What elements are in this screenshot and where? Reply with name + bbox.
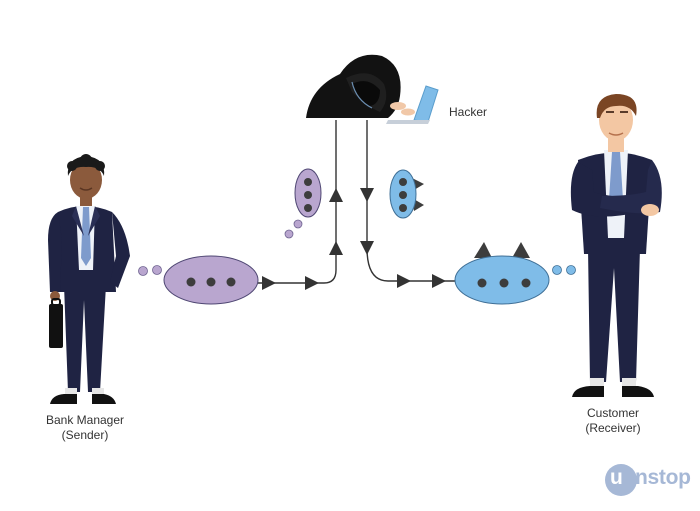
sender-role: (Sender) (61, 428, 109, 442)
arrow-head (360, 241, 374, 255)
intercepted-message-bubble (284, 168, 322, 239)
sender-label: Bank Manager (Sender) (30, 413, 140, 443)
brand-logo: u nstop (605, 463, 695, 499)
arrow-head (305, 276, 319, 290)
laptop-icon (386, 85, 439, 124)
arrow-head (329, 241, 343, 255)
brand-logo-circle (605, 464, 637, 496)
sender-message-bubble (138, 255, 259, 305)
arrow-head (360, 188, 374, 202)
flow-lines (258, 120, 455, 284)
arrow-head (432, 274, 446, 288)
arrow-heads (262, 188, 446, 290)
arrow-head (329, 188, 343, 202)
sender-path (258, 120, 337, 284)
arrow-head (262, 276, 276, 290)
receiver-message-bubble (454, 242, 576, 305)
hacker-figure (306, 54, 415, 118)
brand-logo-text: nstop (635, 466, 691, 489)
receiver-label: Customer (Receiver) (565, 406, 661, 436)
receiver-role: (Receiver) (585, 421, 641, 435)
receiver-name: Customer (586, 406, 639, 420)
brand-logo-letter: u (610, 466, 623, 489)
hacker-label: Hacker (449, 105, 488, 119)
tampered-message-bubble (389, 169, 424, 219)
sender-name: Bank Manager (45, 413, 125, 427)
receiver-figure (570, 94, 662, 397)
arrow-head (397, 274, 411, 288)
sender-figure (48, 154, 130, 404)
